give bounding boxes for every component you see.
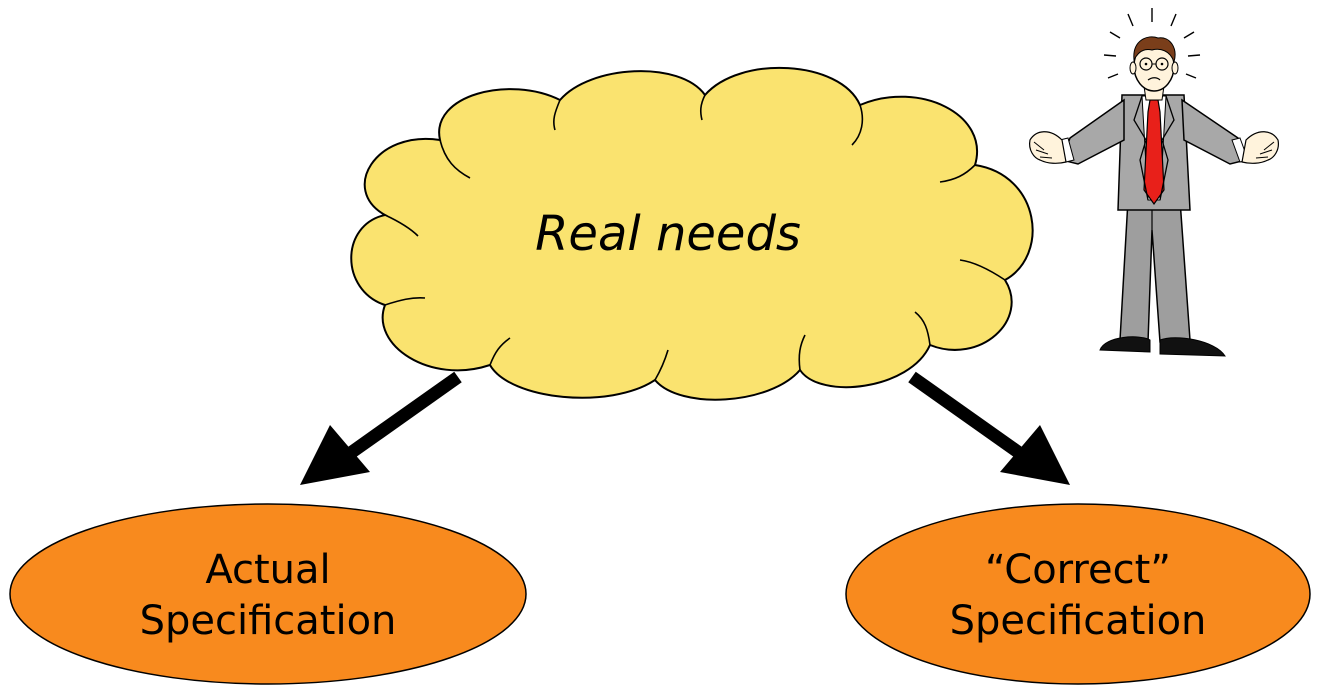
cloud-fold — [489, 337, 511, 366]
correct-spec-line2: Specification — [950, 598, 1207, 644]
cloud-fold — [959, 259, 1006, 281]
actual-spec-ellipse — [9, 503, 527, 685]
confused-businessman-icon — [1029, 8, 1279, 357]
arrow-to-correct-spec — [908, 371, 1070, 485]
correct-spec-ellipse — [845, 503, 1311, 685]
cloud-fold — [699, 94, 706, 121]
actual-specification-node: Actual Specification — [9, 503, 527, 685]
arrow-to-actual-spec — [300, 371, 462, 485]
cloud-fold — [798, 334, 806, 371]
actual-spec-line1: Actual — [205, 547, 330, 593]
cloud-fold — [654, 349, 669, 381]
real-needs-cloud: Real needs — [350, 66, 1034, 401]
correct-specification-node: “Correct” Specification — [845, 503, 1311, 685]
correct-spec-line1: “Correct” — [985, 547, 1171, 593]
cloud-label: Real needs — [535, 206, 801, 262]
cloud-fold — [439, 139, 471, 179]
cloud-fold — [851, 104, 864, 146]
cloud-fold — [553, 99, 561, 131]
actual-spec-line2: Specification — [140, 598, 397, 644]
cloud-fold — [939, 164, 976, 183]
cloud-fold — [384, 297, 426, 306]
cloud-fold — [384, 214, 419, 237]
cloud-fold — [914, 311, 931, 346]
